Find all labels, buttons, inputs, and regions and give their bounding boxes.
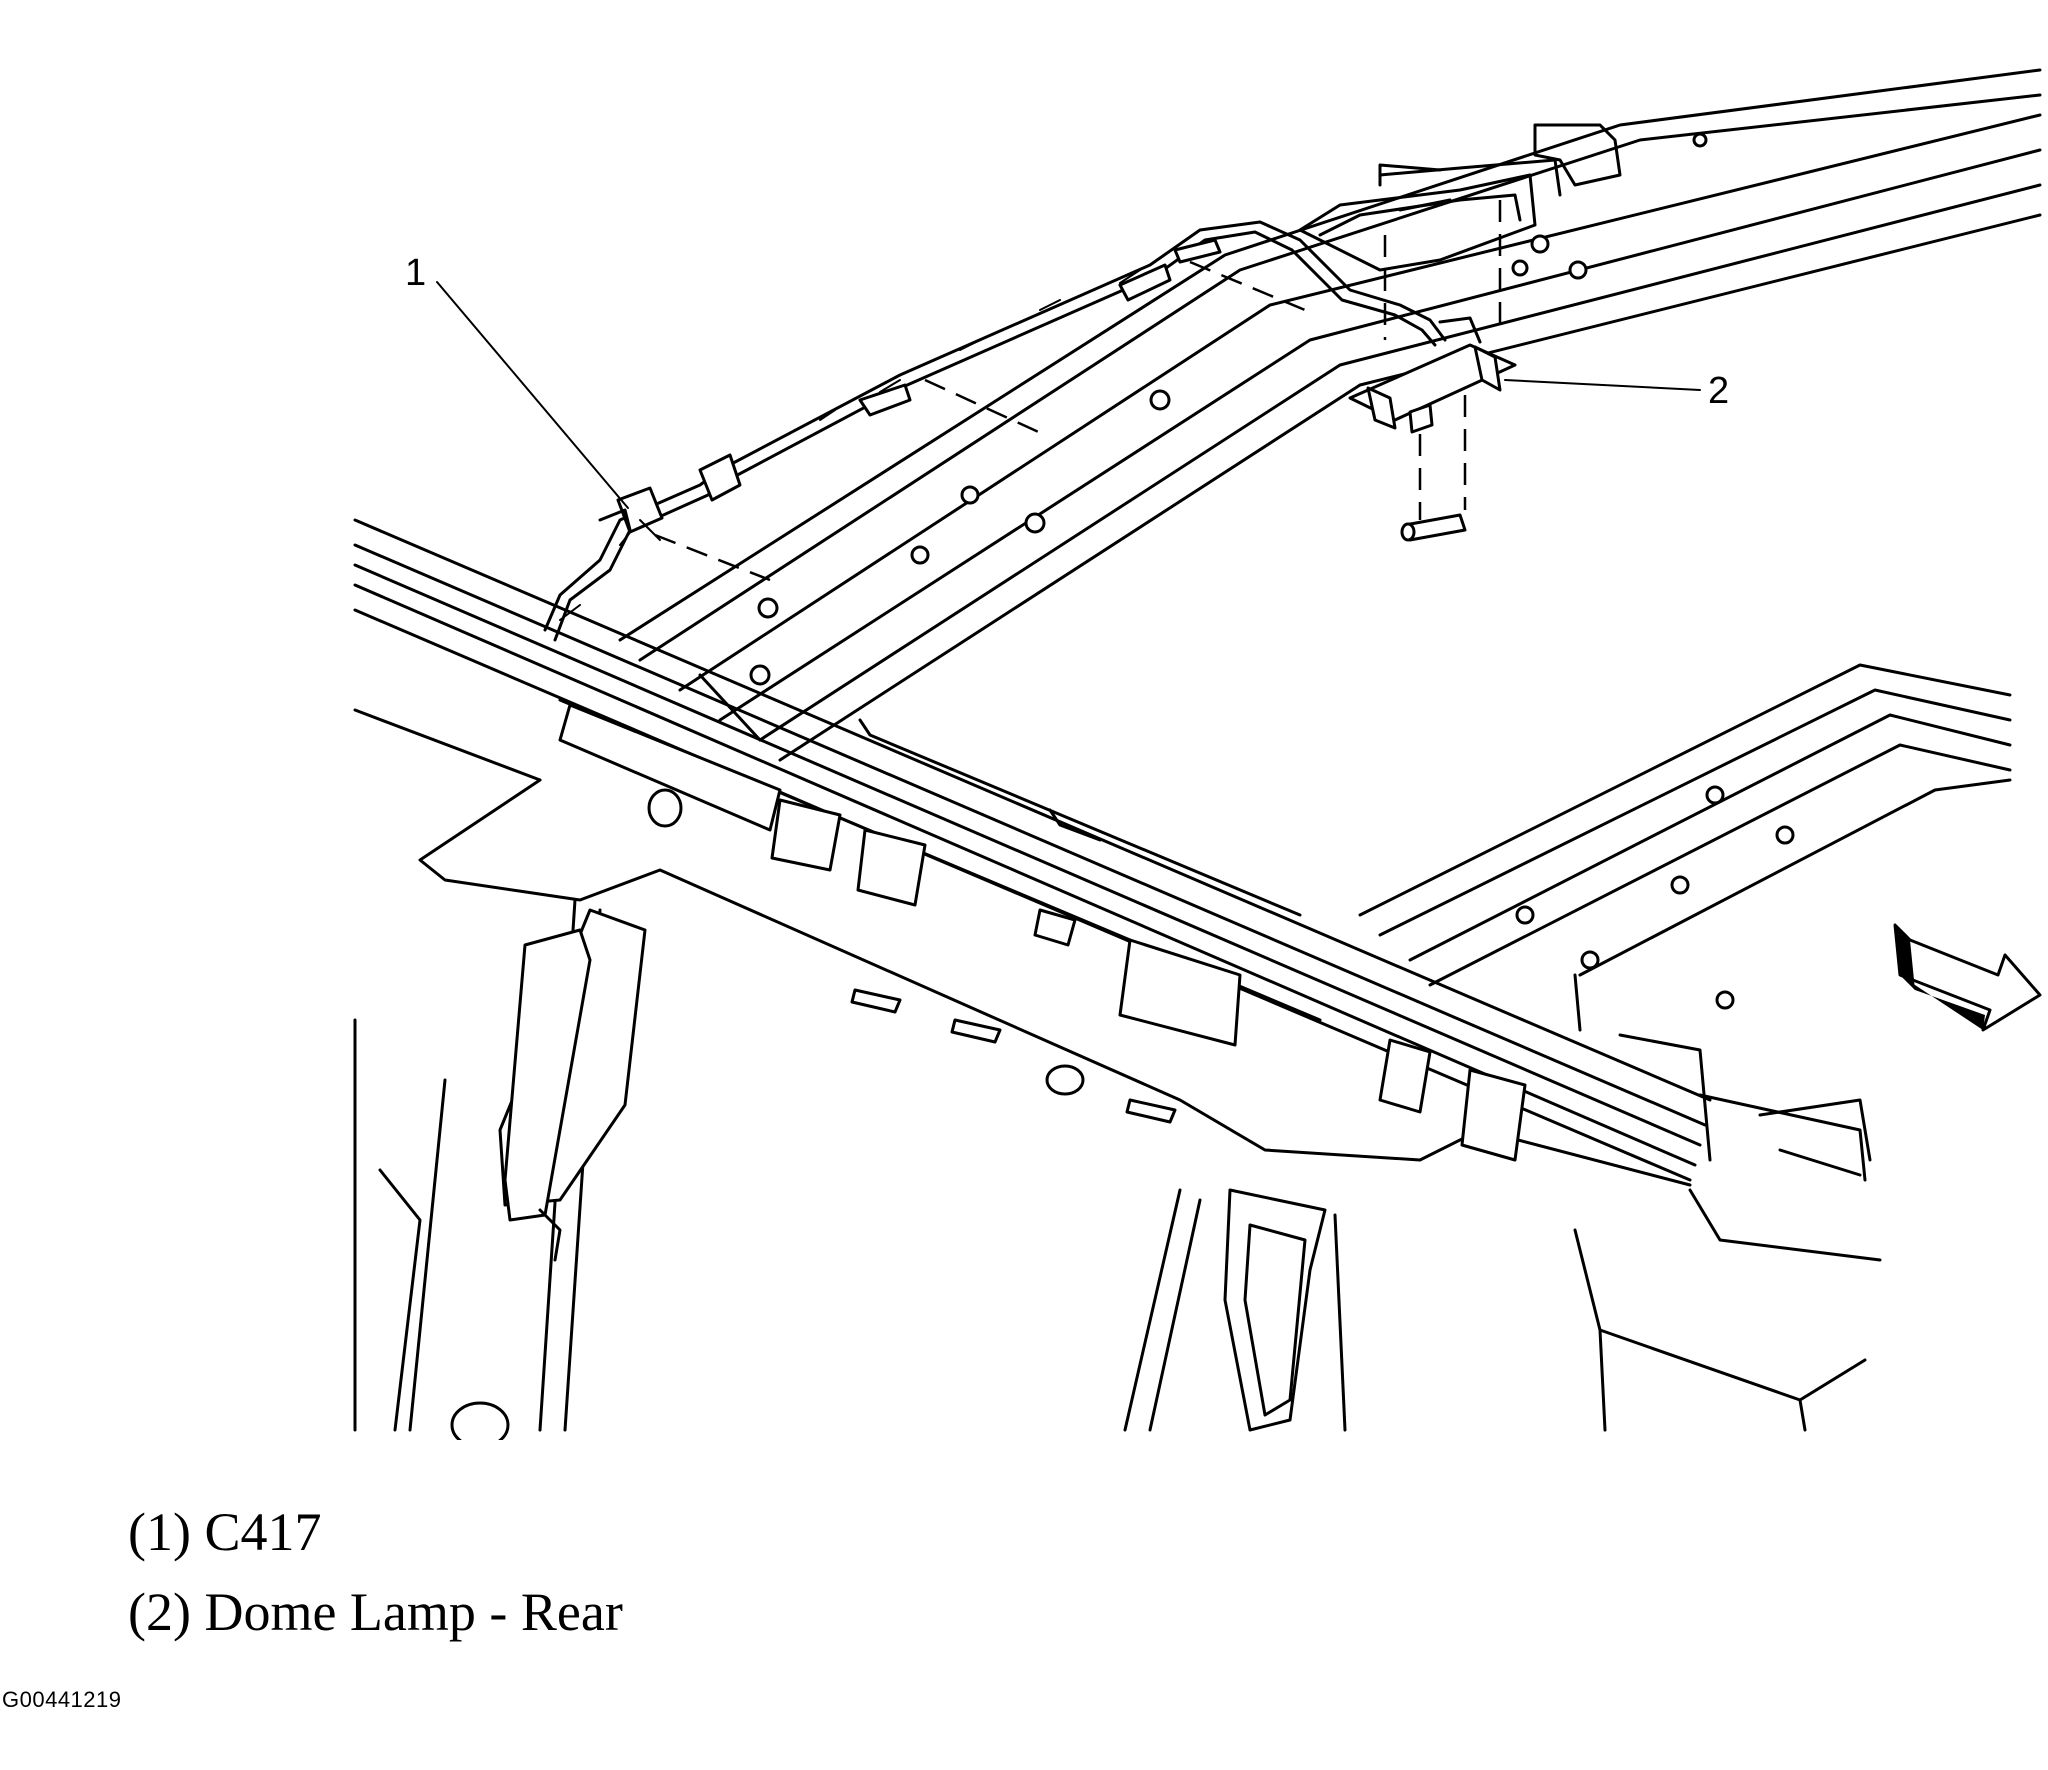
callout-2: 2: [1504, 370, 1729, 412]
lower-cross-member: [353, 518, 1867, 1187]
upper-roof-rail: [618, 68, 2042, 762]
legend-item-2: (2) Dome Lamp - Rear: [128, 1582, 623, 1642]
center-pillar: [1123, 1188, 1347, 1432]
lower-right-panels: [1573, 1098, 1882, 1432]
wiring-harness: [543, 220, 1447, 642]
roof-mount-bracket: [1298, 123, 1622, 272]
legend-item-1: (1) C417: [128, 1502, 322, 1562]
callout-1: 1: [405, 252, 629, 509]
figure-id: G00441219: [2, 1687, 122, 1712]
right-roof-bow: [1358, 663, 2012, 1032]
dome-lamp-rear: [1348, 316, 1517, 542]
left-pillar: [353, 898, 647, 1440]
callout-1-number: 1: [405, 252, 426, 294]
forward-arrow-icon: [1893, 923, 2042, 1032]
roof-harness-diagram: 1 2: [353, 68, 2042, 1440]
callout-2-number: 2: [1708, 370, 1729, 412]
connector-c417: [598, 453, 742, 541]
